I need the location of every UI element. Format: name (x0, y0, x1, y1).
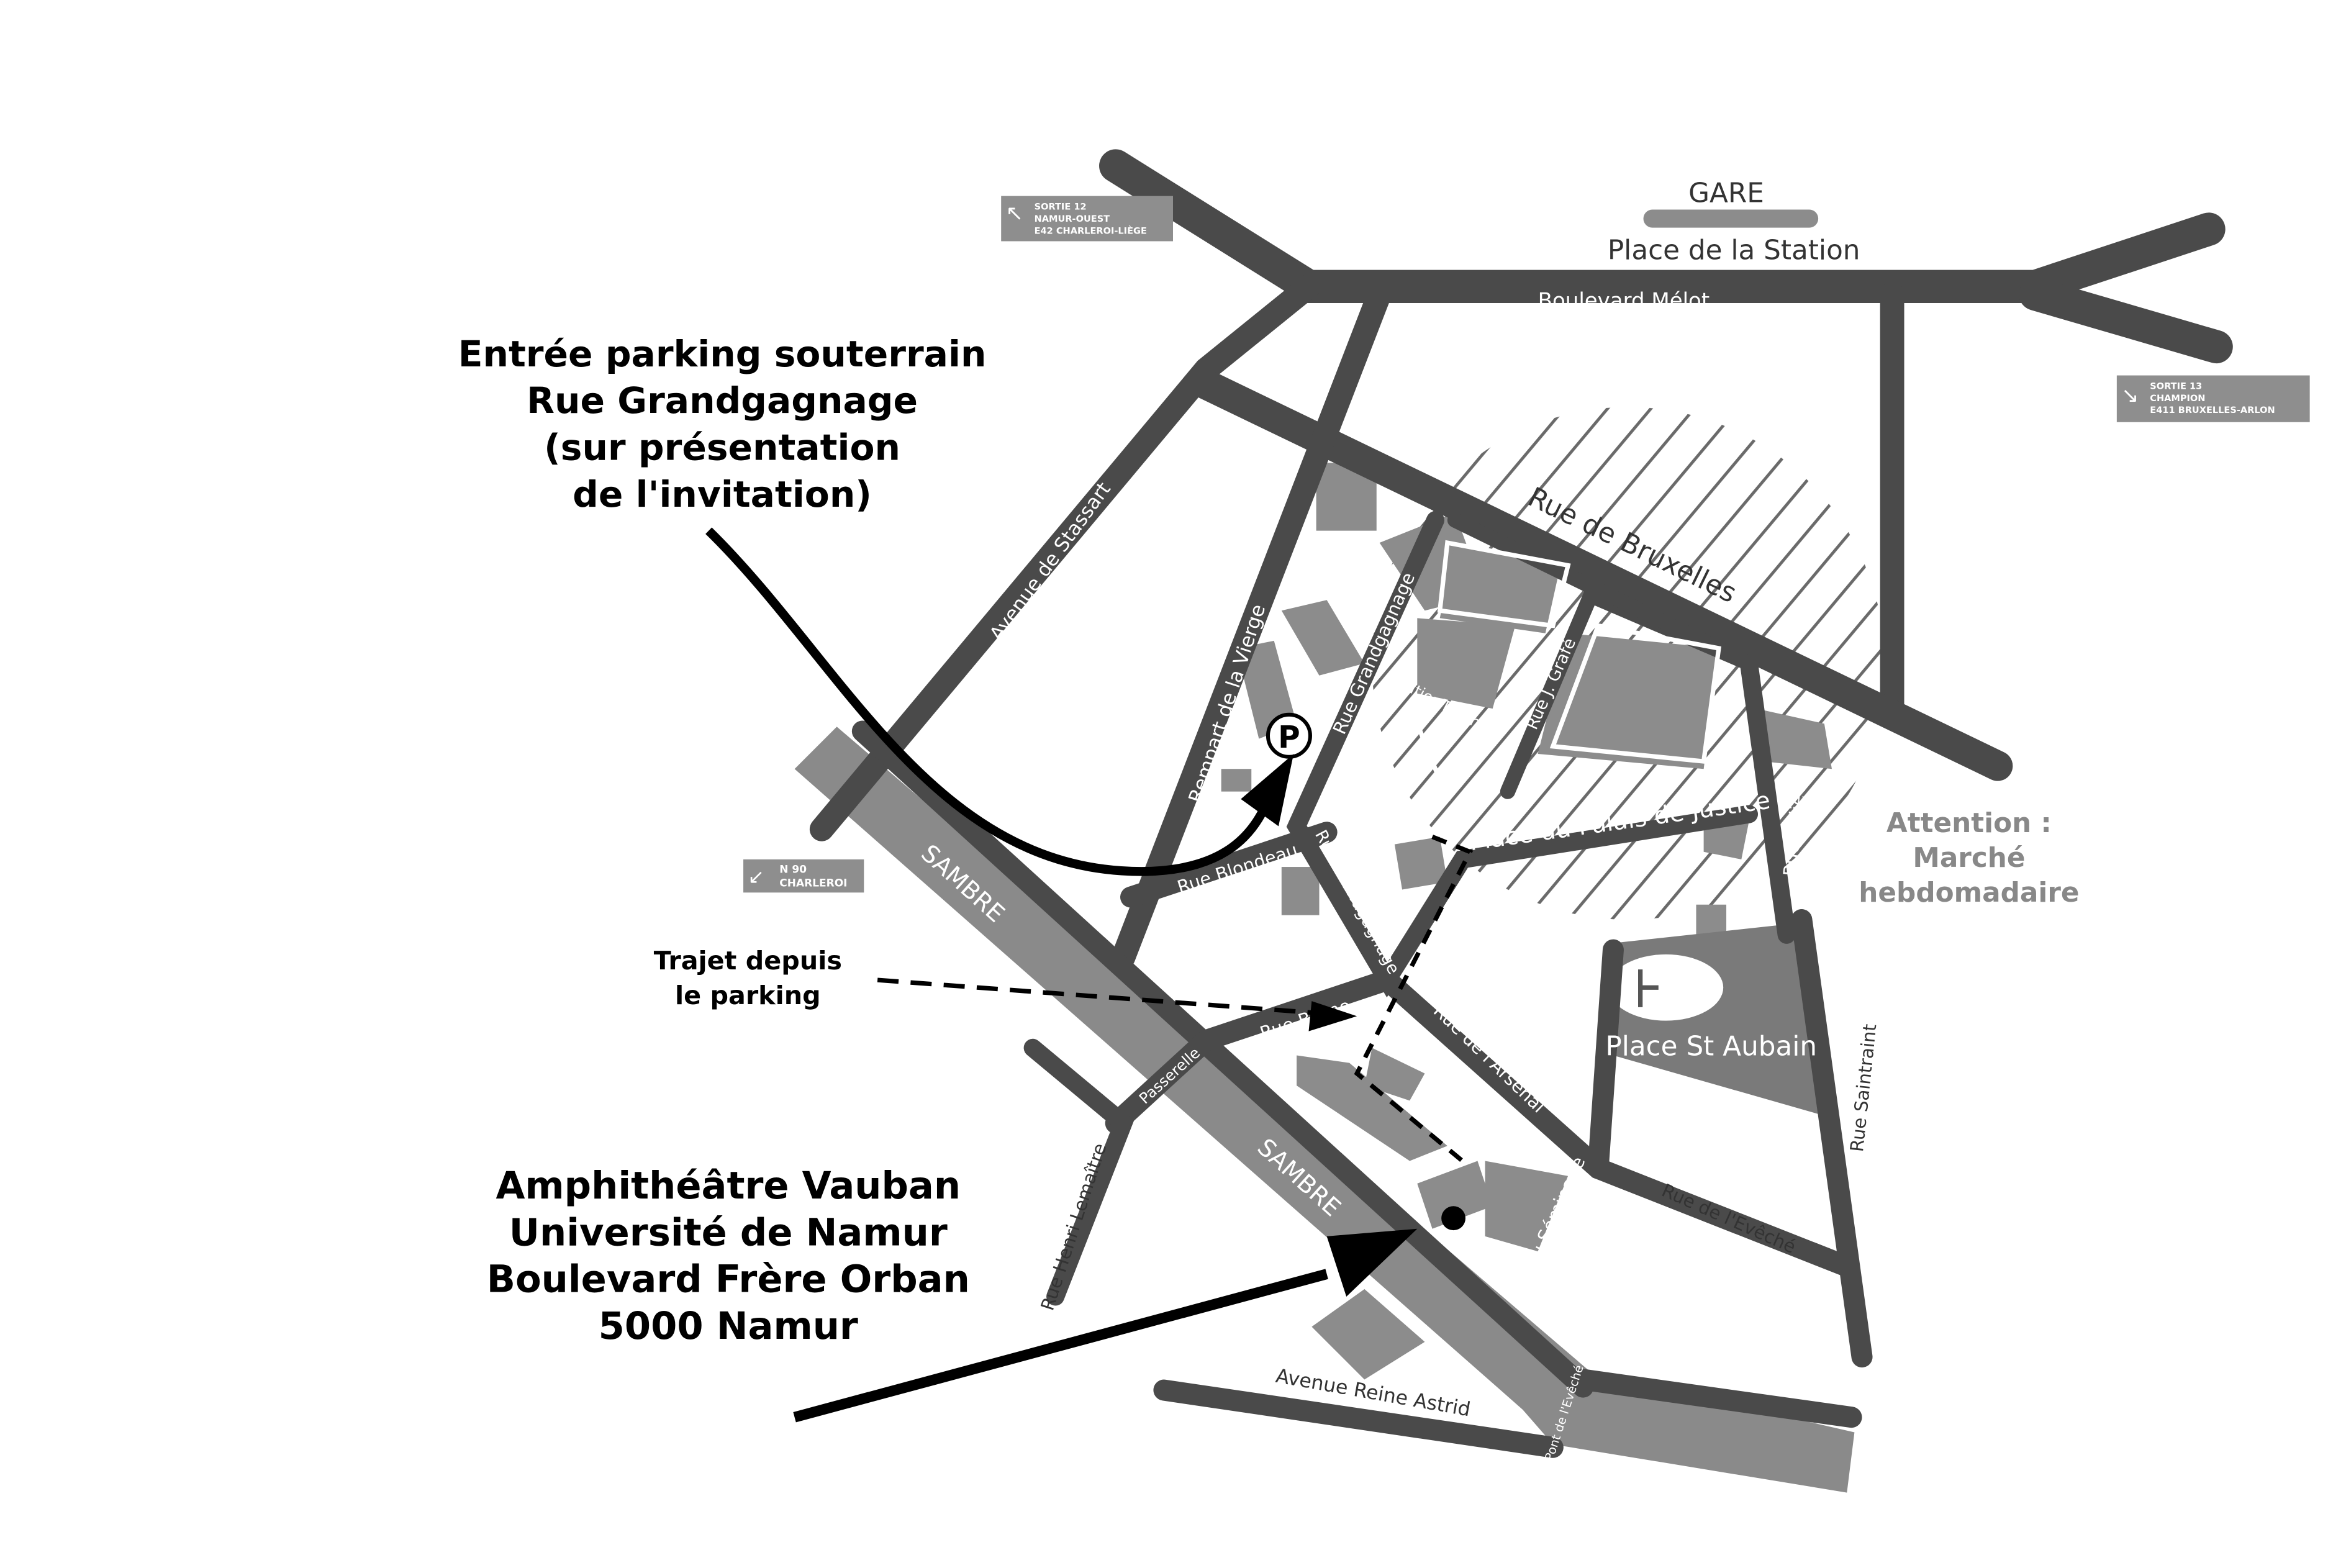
parking-arrow (705, 527, 1274, 876)
market-line1: Attention : (1886, 807, 2052, 839)
sign-exit-13-line2: CHAMPION (2150, 393, 2205, 404)
parking-annotation: Entrée parking souterrain Rue Grandgagna… (458, 333, 987, 515)
market-line2: Marché (1913, 842, 2025, 874)
label-rue-henri-lemaitre: Rue Henri Lemaître (1036, 1141, 1110, 1313)
sign-exit-13-line1: SORTIE 13 (2150, 381, 2202, 391)
parking-arrowhead (1241, 753, 1294, 827)
sign-exit-12-line1: SORTIE 12 (1035, 201, 1087, 212)
sign-n90-arrow-icon: ↙ (748, 866, 764, 889)
sign-n90-line1: N 90 (779, 864, 807, 876)
route-note-arrowhead (1308, 1001, 1357, 1031)
sign-exit-13: ↘ SORTIE 13 CHAMPION E411 BRUXELLES-ARLO… (2116, 375, 2310, 422)
label-boulevard-melot: Boulevard Mélot (1538, 288, 1710, 313)
sign-n90-line2: CHARLEROI (779, 877, 847, 890)
sign-n90: ↙ N 90 CHARLEROI (743, 859, 864, 893)
parking-icon: P (1278, 720, 1300, 755)
road-boulevard-melot (1099, 149, 2226, 304)
label-rue-eveche: Rue de l'Evêché (1659, 1180, 1799, 1258)
annotation-arrows (705, 527, 1418, 1423)
destination-institution: Université de Namur (509, 1211, 948, 1254)
parking-marker: P (1266, 712, 1312, 759)
sign-exit-12-arrow-icon: ↖ (1006, 201, 1023, 225)
station-label: GARE (1688, 177, 1764, 209)
parking-line3: (sur présentation (544, 427, 900, 469)
label-rue-saintraint: Rue Saintraint (1846, 1023, 1880, 1153)
destination-name: Amphithéâtre Vauban (496, 1164, 961, 1208)
destination-arrow (793, 1269, 1328, 1423)
roads (809, 149, 2233, 1458)
sign-exit-12-line2: NAMUR-OUEST (1035, 214, 1110, 224)
sign-exit-12-line3: E42 CHARLEROI-LIÈGE (1035, 225, 1147, 236)
building-outlines (1361, 540, 1721, 817)
route-line2: le parking (675, 981, 821, 1010)
route-note-arrow (877, 977, 1320, 1016)
label-rue-godefroid: Rue Godefroid (1913, 443, 1935, 582)
walking-route (1354, 835, 1474, 1163)
destination-street: Boulevard Frère Orban (487, 1258, 970, 1302)
route-line1: Trajet depuis (654, 946, 842, 976)
destination-annotation: Amphithéâtre Vauban Université de Namur … (487, 1164, 970, 1348)
sign-exit-12: ↖ SORTIE 12 NAMUR-OUEST E42 CHARLEROI-LI… (1001, 196, 1173, 242)
station-square-label: Place de la Station (1608, 235, 1860, 266)
place-st-aubain-block (1589, 922, 1824, 1116)
destination-marker (1441, 1206, 1466, 1231)
label-rue-grandgagnage-bottom: Rue Grandgagnage (1311, 827, 1403, 977)
sign-exit-13-line3: E411 BRUXELLES-ARLON (2150, 405, 2275, 415)
destination-city: 5000 Namur (599, 1305, 858, 1348)
destination-arrowhead (1326, 1228, 1418, 1297)
route-annotation: Trajet depuis le parking (654, 946, 842, 1010)
station: GARE Place de la Station (1608, 177, 1860, 266)
sign-exit-13-arrow-icon: ↘ (2121, 383, 2139, 408)
parking-line2: Rue Grandgagnage (527, 379, 918, 422)
market-line3: hebdomadaire (1859, 877, 2079, 909)
parking-line1: Entrée parking souterrain (458, 333, 987, 375)
parking-line4: de l'invitation) (573, 473, 872, 515)
market-note: Attention : Marché hebdomadaire (1859, 807, 2079, 909)
label-place-st-aubain: Place St Aubain (1605, 1031, 1817, 1063)
label-avenue-stassart: Avenue de Stassart (985, 478, 1115, 645)
label-rue-arsenal: Rue de l'Arsenal (1429, 1000, 1549, 1117)
